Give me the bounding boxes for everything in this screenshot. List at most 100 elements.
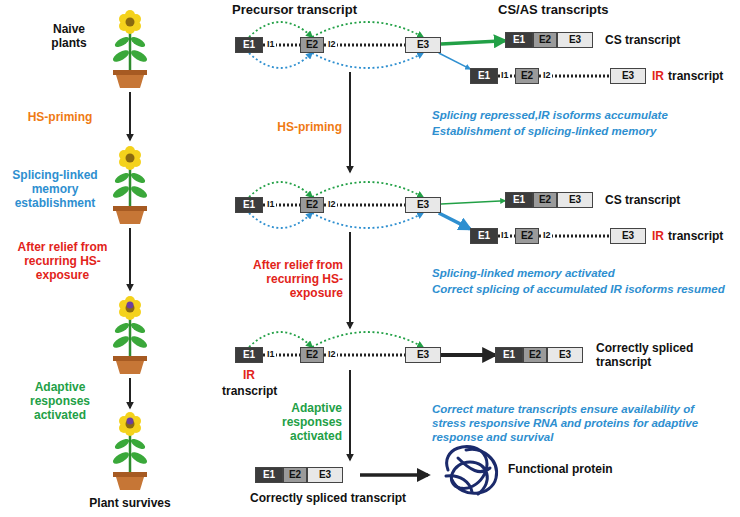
splicing-arc	[249, 332, 312, 347]
flower-center	[127, 302, 134, 309]
exon-label: E2	[306, 349, 318, 361]
stage-arrow	[129, 228, 131, 290]
exon-label: E1	[263, 469, 275, 481]
exon-box: E1	[505, 32, 533, 48]
note-text: Splicing-linked memory activated	[432, 266, 732, 280]
intron-label: I2	[542, 230, 552, 241]
exon-box: E3	[405, 37, 441, 53]
text-label: CS transcript	[605, 33, 680, 47]
splicing-arc	[249, 213, 312, 228]
exon-label: E3	[569, 34, 581, 46]
text-label: IR	[652, 229, 664, 243]
stage-label: Splicing-linked memory establishment	[5, 168, 105, 210]
plant	[111, 296, 149, 374]
splice-arrow	[441, 201, 505, 204]
exon-label: E1	[478, 70, 490, 82]
splicing-arc	[249, 182, 312, 197]
protein-blob	[446, 446, 497, 494]
note-text: Correct splicing of accumulated IR isofo…	[432, 282, 732, 296]
exon-label: E1	[243, 199, 255, 211]
exon-box: E2	[300, 347, 324, 363]
exon-box: E2	[515, 228, 539, 244]
stage-arrow	[349, 232, 351, 328]
exon-label: E3	[417, 349, 429, 361]
exon-label: E3	[622, 230, 634, 242]
exon-label: E1	[503, 349, 515, 361]
text-label: Functional protein	[508, 462, 613, 476]
splicing-arc	[312, 213, 423, 228]
stage-label: After relief from recurring HS-exposure	[5, 240, 120, 282]
intron-label: I2	[542, 70, 552, 81]
intron-label: I1	[500, 70, 510, 81]
note-text: Splicing repressed,IR isoforms accumulat…	[432, 108, 732, 122]
exon-label: E1	[243, 349, 255, 361]
splicing-arc	[249, 53, 312, 68]
exon-label: E3	[319, 469, 331, 481]
exon-label: E3	[622, 70, 634, 82]
plant	[111, 146, 149, 224]
stage-label: Naive plants	[40, 22, 98, 50]
text-label: CS/AS transcripts	[498, 3, 609, 17]
exon-box: E2	[283, 467, 307, 483]
exon-label: E2	[521, 230, 533, 242]
text-label: HS-priming	[250, 120, 342, 134]
stage-label: Adaptive responses activated	[5, 380, 115, 422]
splice-arrow	[439, 213, 470, 229]
exon-box: E2	[533, 192, 557, 208]
exon-box: E1	[235, 347, 263, 363]
exon-label: E1	[478, 230, 490, 242]
translation-arrow	[360, 473, 428, 477]
exon-box: E3	[557, 192, 593, 208]
exon-label: E2	[306, 39, 318, 51]
splice-arrow	[441, 353, 495, 357]
exon-label: E1	[513, 194, 525, 206]
text-label: IR	[243, 368, 255, 382]
splicing-arc	[249, 22, 312, 37]
intron-label: I1	[266, 199, 276, 210]
exon-label: E3	[417, 39, 429, 51]
stage-label: Plant survives	[60, 496, 200, 510]
exon-box: E1	[505, 192, 533, 208]
note-text: Correct mature transcripts ensure availa…	[432, 402, 727, 444]
stage-arrow	[129, 92, 131, 140]
intron-label: I1	[500, 230, 510, 241]
text-label: IR	[652, 69, 664, 83]
exon-box: E1	[495, 347, 523, 363]
text-label: Adaptive responses activated	[250, 401, 342, 443]
flower-center	[127, 418, 134, 425]
text-label: Correctly spliced transcript	[250, 491, 406, 505]
splice-arrow	[441, 41, 505, 44]
exon-box: E3	[610, 68, 646, 84]
exon-label: E2	[289, 469, 301, 481]
text-label: Correctly spliced transcript	[596, 341, 706, 369]
exon-box: E3	[610, 228, 646, 244]
exon-box: E1	[235, 37, 263, 53]
plant	[111, 10, 149, 88]
exon-box: E2	[515, 68, 539, 84]
exon-label: E3	[569, 194, 581, 206]
plant	[111, 412, 149, 490]
exon-label: E2	[539, 194, 551, 206]
exon-box: E1	[235, 197, 263, 213]
exon-label: E3	[417, 199, 429, 211]
exon-box: E2	[300, 37, 324, 53]
stage-label: HS-priming	[5, 110, 115, 124]
splicing-arc	[312, 53, 423, 68]
stage-arrow	[349, 370, 351, 460]
intron-label: I1	[266, 39, 276, 50]
intron-label: I2	[327, 199, 337, 210]
splice-arrow	[439, 53, 470, 69]
text-label: transcript	[668, 229, 723, 243]
exon-box: E2	[523, 347, 547, 363]
stage-arrow	[349, 72, 351, 172]
splicing-arc	[312, 182, 423, 197]
exon-box: E3	[405, 347, 441, 363]
exon-box: E1	[470, 228, 498, 244]
exon-label: E1	[243, 39, 255, 51]
intron-label: I1	[266, 349, 276, 360]
text-label: Precursor transcript	[232, 3, 357, 17]
exon-box: E1	[255, 467, 283, 483]
exon-label: E3	[559, 349, 571, 361]
exon-label: E2	[539, 34, 551, 46]
exon-label: E2	[306, 199, 318, 211]
